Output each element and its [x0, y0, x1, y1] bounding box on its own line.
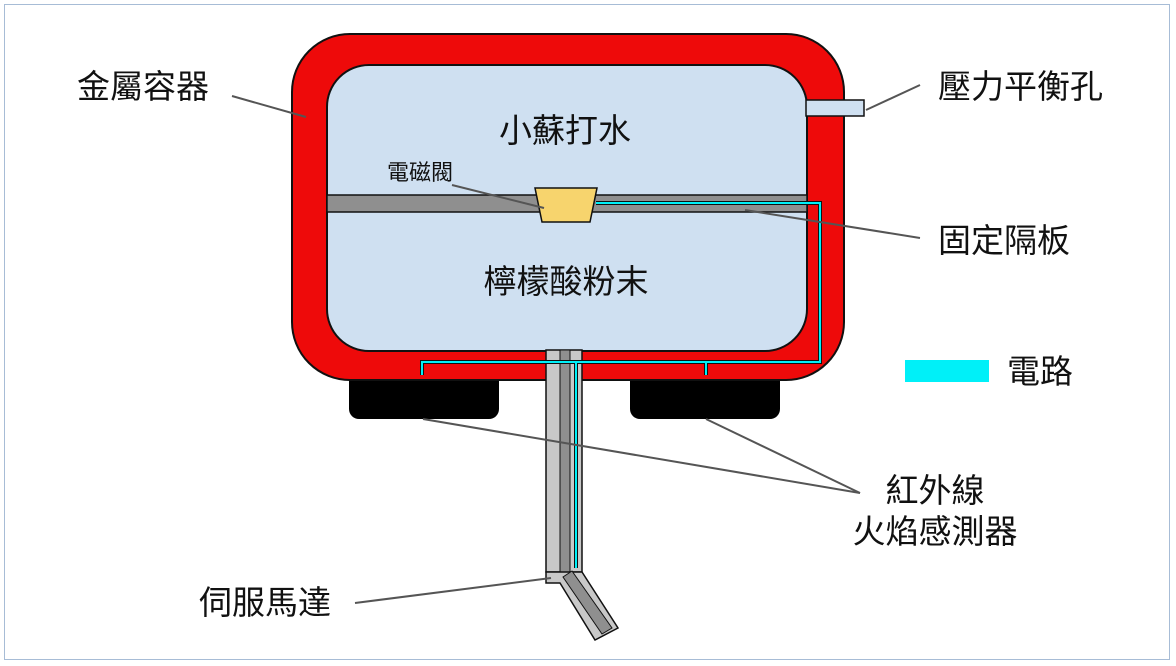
solenoid-valve [534, 187, 598, 223]
label-pressure-hole: 壓力平衡孔 [938, 67, 1103, 106]
leader-container [231, 95, 307, 118]
label-ir-sensor-1: 紅外線 [886, 471, 985, 510]
label-solenoid-valve: 電磁閥 [387, 161, 453, 186]
leader-lines [231, 84, 921, 604]
label-circuit-legend: 電路 [1007, 352, 1073, 391]
leader-partition [744, 209, 921, 239]
leader-pressure-hole [865, 84, 921, 111]
circuit-wiring-cyan [421, 202, 821, 568]
circuit-legend-swatch [905, 360, 989, 382]
leader-servo [354, 577, 552, 604]
leader-sensor-right [705, 418, 861, 494]
label-baking-soda: 小蘇打水 [499, 111, 631, 150]
label-partition: 固定隔板 [938, 221, 1070, 260]
label-citric-acid: 檸檬酸粉末 [484, 262, 649, 301]
nozzle-tip-core [562, 570, 613, 635]
nozzle-tube-core [559, 349, 571, 573]
label-ir-sensor-2: 火焰感測器 [853, 512, 1018, 551]
label-servo-motor: 伺服馬達 [199, 583, 331, 622]
label-metal-container: 金屬容器 [77, 67, 209, 106]
leader-sensor-left [422, 418, 861, 494]
leader-valve [451, 184, 545, 209]
pressure-balance-hole [805, 99, 865, 117]
